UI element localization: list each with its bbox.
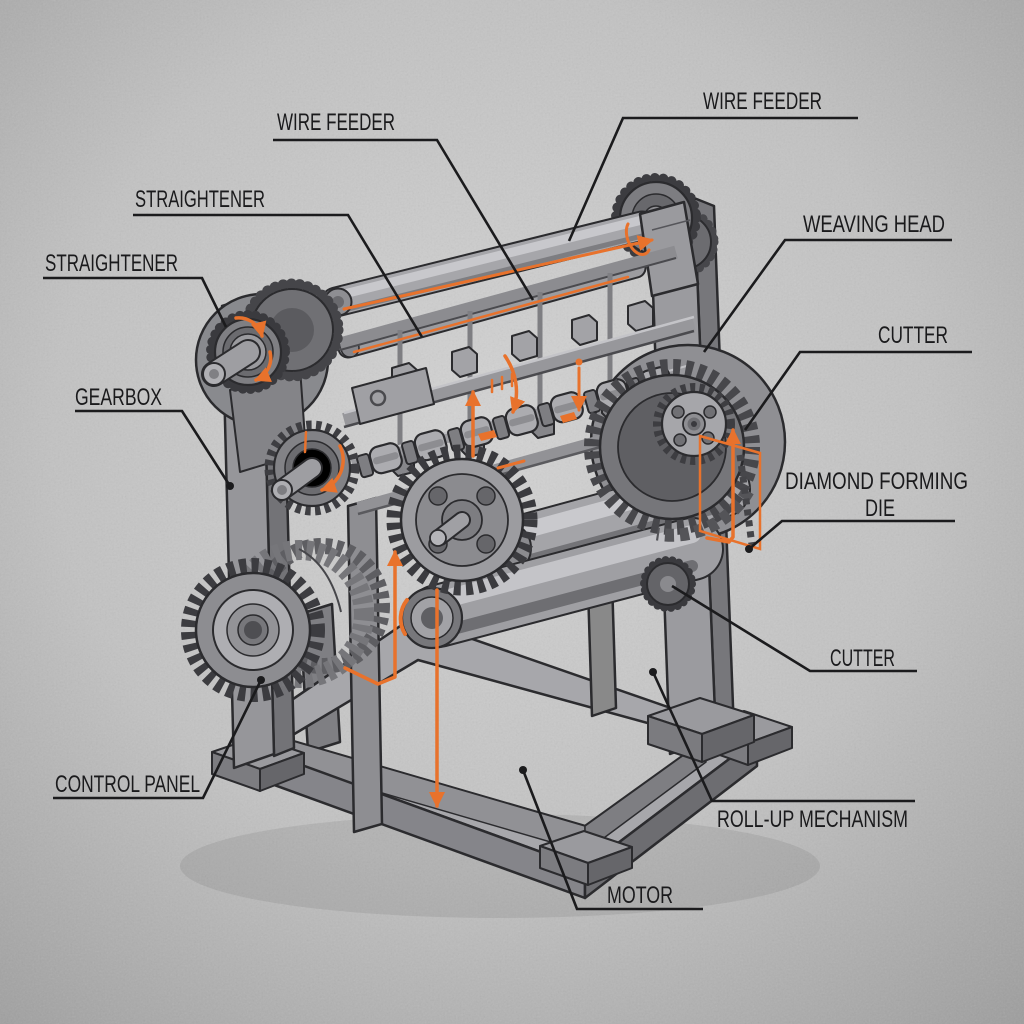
- label-gearbox: GEARBOX: [75, 384, 162, 411]
- label-cutter-lower: CUTTER: [830, 645, 895, 672]
- machine-illustration: [181, 173, 793, 900]
- label-straightener-lower: STRAIGHTENER: [45, 250, 178, 277]
- label-wire-feeder-right: WIRE FEEDER: [703, 88, 822, 115]
- leader-cutter-lower: [671, 584, 917, 673]
- leader-control-panel: [53, 679, 263, 800]
- cutter-blade-strip: [736, 454, 756, 546]
- orange-flow-annotations: [234, 222, 762, 808]
- label-diamond-forming-die-line1: DIAMOND FORMING: [785, 468, 968, 495]
- label-motor: MOTOR: [607, 882, 673, 909]
- label-diamond-forming-die-line2: DIE: [865, 495, 895, 522]
- leader-straightener-upper: [133, 213, 424, 338]
- leader-weaving-head: [702, 238, 952, 353]
- part-labels: WIRE FEEDER WIRE FEEDER STRAIGHTENER STR…: [45, 88, 968, 909]
- flow-arrow-up-left: [343, 550, 403, 686]
- label-weaving-head: WEAVING HEAD: [803, 211, 945, 238]
- leader-dot-die: [745, 545, 753, 553]
- leader-dot-roll-up: [649, 668, 657, 676]
- leader-roll-up: [651, 671, 915, 803]
- leader-gearbox: [75, 409, 232, 487]
- die-highlight-outline: [698, 434, 762, 551]
- label-cutter-upper: CUTTER: [878, 322, 948, 349]
- label-control-panel: CONTROL PANEL: [55, 771, 200, 798]
- wire-path-line-second: [352, 275, 630, 354]
- rotation-arrow-gear: [320, 444, 345, 493]
- drive-gear: [181, 538, 390, 702]
- label-wire-feeder-left: WIRE FEEDER: [277, 109, 395, 136]
- leader-motor: [521, 769, 703, 911]
- leader-straightener-lower: [43, 276, 228, 328]
- label-straightener-upper: STRAIGHTENER: [135, 186, 265, 213]
- leader-cutter-upper: [743, 350, 972, 431]
- rotation-arrow-straightener: [234, 316, 267, 338]
- leader-lines: [43, 116, 972, 911]
- wire-path-arrow-top: [342, 235, 654, 311]
- leader-wire-feeder-right: [567, 116, 858, 242]
- leader-diamond-forming-die: [748, 519, 955, 550]
- main-cam-gear: [386, 444, 538, 596]
- leader-wire-feeder-left: [273, 138, 535, 301]
- leader-dot-control-panel: [257, 676, 265, 684]
- label-roll-up-mechanism: ROLL-UP MECHANISM: [717, 806, 908, 833]
- weaving-head-gears: [584, 359, 760, 546]
- leader-dot-gearbox: [226, 482, 234, 490]
- pulley-highlight-arc: [398, 598, 409, 636]
- leader-dot-motor: [519, 766, 527, 774]
